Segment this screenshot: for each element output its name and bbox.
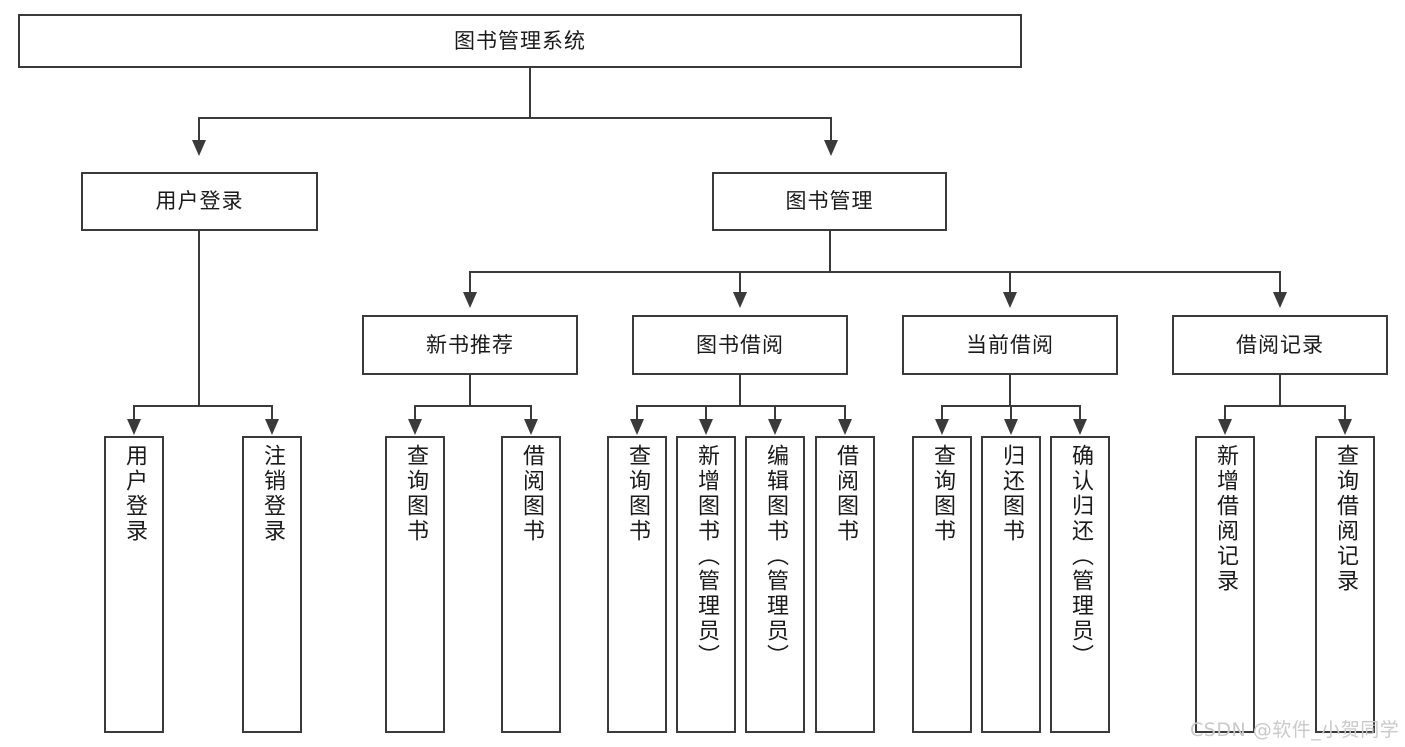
- connector-root-to-book-management: [830, 117, 832, 141]
- connector-user-login-stem: [198, 231, 200, 406]
- connector-nbr-stem: [469, 375, 471, 406]
- arrow-to-cb-leaf-1: [935, 419, 949, 435]
- connector-book-management-bus: [469, 271, 1281, 273]
- arrow-to-leaf-user-login: [127, 419, 141, 435]
- node-user-login[interactable]: 用户登录: [81, 172, 318, 231]
- connector-nbr-branch-1: [414, 405, 416, 420]
- node-label: 图书管理系统: [454, 28, 586, 53]
- connector-root-to-user-login: [198, 117, 200, 141]
- node-label: 图书管理: [785, 189, 874, 214]
- node-label: 借阅图书: [833, 444, 858, 544]
- connector-br-bus: [1224, 405, 1346, 407]
- arrow-to-new-book-recommend: [463, 292, 477, 308]
- connector-bm-branch-4: [1279, 271, 1281, 293]
- leaf-br-add-record[interactable]: 新增借阅记录: [1195, 436, 1255, 733]
- connector-user-login-branch-2: [271, 405, 273, 420]
- node-label: 编辑图书（管理员）: [763, 444, 788, 669]
- node-label: 用户登录: [122, 444, 147, 544]
- arrow-to-borrow-record: [1273, 292, 1287, 308]
- connector-bm-branch-2: [739, 271, 741, 293]
- leaf-logout[interactable]: 注销登录: [242, 436, 302, 733]
- connector-bm-branch-3: [1009, 271, 1011, 293]
- node-label: 查询图书: [403, 444, 428, 544]
- node-current-borrow[interactable]: 当前借阅: [902, 315, 1118, 375]
- node-label: 借阅记录: [1236, 332, 1324, 357]
- connector-nbr-bus: [414, 405, 532, 407]
- arrow-to-leaf-logout: [265, 419, 279, 435]
- arrow-to-cb-leaf-2: [1004, 419, 1018, 435]
- node-root-book-management-system[interactable]: 图书管理系统: [18, 14, 1022, 68]
- arrow-to-br-leaf-1: [1218, 419, 1232, 435]
- leaf-cb-query-book[interactable]: 查询图书: [912, 436, 972, 733]
- connector-root-stem: [529, 68, 531, 118]
- connector-root-bus: [198, 117, 832, 119]
- connector-cb-stem: [1009, 375, 1011, 406]
- leaf-cb-return-book[interactable]: 归还图书: [981, 436, 1041, 733]
- leaf-bb-add-book-admin[interactable]: 新增图书（管理员）: [676, 436, 736, 733]
- connector-bb-stem: [739, 375, 741, 406]
- connector-bb-branch-4: [844, 405, 846, 420]
- leaf-user-login[interactable]: 用户登录: [104, 436, 164, 733]
- connector-cb-branch-3: [1079, 405, 1081, 420]
- arrow-to-nbr-leaf-2: [524, 419, 538, 435]
- leaf-bb-edit-book-admin[interactable]: 编辑图书（管理员）: [745, 436, 805, 733]
- connector-cb-branch-2: [1010, 405, 1012, 420]
- connector-br-branch-1: [1224, 405, 1226, 420]
- arrow-to-cb-leaf-3: [1073, 419, 1087, 435]
- node-label: 新增图书（管理员）: [694, 444, 719, 669]
- node-book-management[interactable]: 图书管理: [712, 172, 947, 231]
- leaf-nbr-query-book[interactable]: 查询图书: [385, 436, 445, 733]
- node-label: 归还图书: [999, 444, 1024, 544]
- node-label: 查询借阅记录: [1333, 444, 1358, 594]
- connector-bb-branch-1: [636, 405, 638, 420]
- connector-book-management-stem: [829, 231, 831, 272]
- arrow-to-nbr-leaf-1: [408, 419, 422, 435]
- node-label: 查询图书: [930, 444, 955, 544]
- connector-bm-branch-1: [469, 271, 471, 293]
- arrow-to-bb-leaf-3: [768, 419, 782, 435]
- node-label: 新增借阅记录: [1213, 444, 1238, 594]
- node-borrow-record[interactable]: 借阅记录: [1172, 315, 1388, 375]
- connector-br-branch-2: [1344, 405, 1346, 420]
- node-label: 图书借阅: [696, 332, 784, 357]
- connector-cb-branch-1: [941, 405, 943, 420]
- arrow-to-book-management: [824, 140, 838, 156]
- arrow-to-bb-leaf-4: [838, 419, 852, 435]
- leaf-cb-confirm-return-admin[interactable]: 确认归还（管理员）: [1050, 436, 1110, 733]
- arrow-to-current-borrow: [1003, 292, 1017, 308]
- leaf-br-query-record[interactable]: 查询借阅记录: [1315, 436, 1375, 733]
- arrow-to-bb-leaf-1: [630, 419, 644, 435]
- arrow-to-bb-leaf-2: [699, 419, 713, 435]
- connector-user-login-bus: [133, 405, 271, 407]
- connector-nbr-branch-2: [530, 405, 532, 420]
- connector-user-login-branch-1: [133, 405, 135, 420]
- arrow-to-user-login: [192, 140, 206, 156]
- node-label: 用户登录: [155, 189, 244, 214]
- node-new-book-recommend[interactable]: 新书推荐: [362, 315, 578, 375]
- node-label: 借阅图书: [519, 444, 544, 544]
- connector-bb-bus: [636, 405, 846, 407]
- node-label: 查询图书: [625, 444, 650, 544]
- arrow-to-book-borrow: [733, 292, 747, 308]
- connector-bb-branch-2: [705, 405, 707, 420]
- leaf-bb-borrow-book[interactable]: 借阅图书: [815, 436, 875, 733]
- node-label: 确认归还（管理员）: [1068, 444, 1093, 669]
- node-label: 当前借阅: [966, 332, 1054, 357]
- node-label: 新书推荐: [426, 332, 514, 357]
- connector-br-stem: [1279, 375, 1281, 406]
- leaf-bb-query-book[interactable]: 查询图书: [607, 436, 667, 733]
- leaf-nbr-borrow-book[interactable]: 借阅图书: [501, 436, 561, 733]
- node-book-borrow[interactable]: 图书借阅: [632, 315, 848, 375]
- node-label: 注销登录: [260, 444, 285, 544]
- connector-bb-branch-3: [774, 405, 776, 420]
- arrow-to-br-leaf-2: [1338, 419, 1352, 435]
